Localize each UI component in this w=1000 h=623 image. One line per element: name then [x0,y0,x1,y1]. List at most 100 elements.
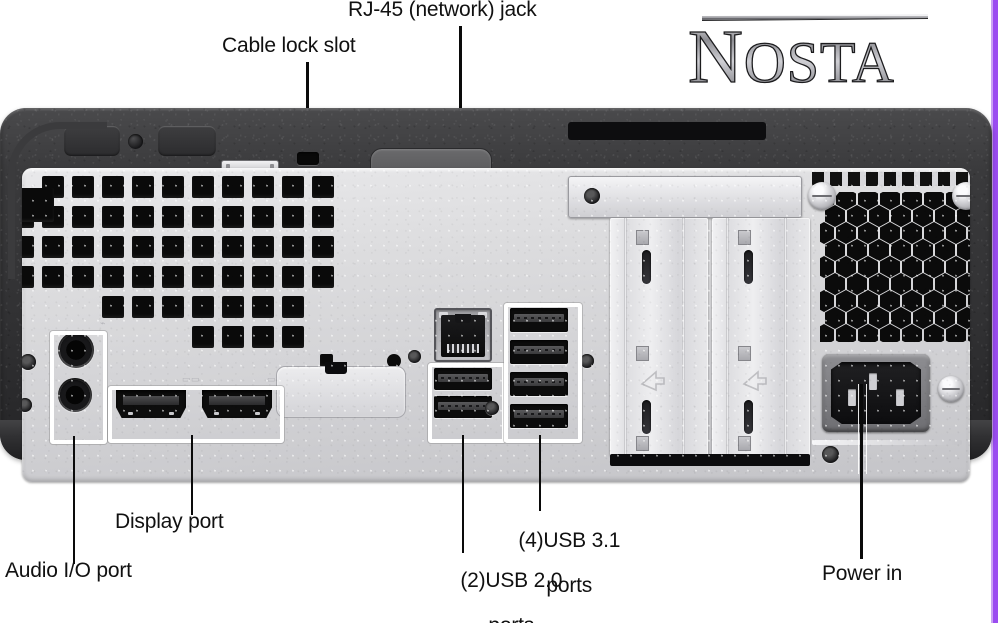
vent-square [102,176,124,198]
vent-square [252,296,274,318]
honeycomb-hex [836,290,856,312]
psu-thumbscrew-lower[interactable] [938,376,964,402]
honeycomb-hex [924,256,944,278]
honeycomb-hex [858,324,878,342]
honeycomb-hex [913,205,933,227]
rj45-network-jack[interactable] [434,308,492,362]
silkscreen-audio: ⌁ [100,318,106,328]
vent-square [192,296,214,318]
power-pin-live [848,389,857,407]
vent-square [192,176,214,198]
slot-2-rib-left [726,218,729,456]
expansion-slot-retainer-bar[interactable] [568,176,802,218]
honeycomb-hex [935,239,955,261]
vent-square [252,266,274,288]
psu-thumbscrew-right[interactable] [952,182,970,210]
vent-square [162,296,184,318]
displayport-2-inner [209,396,265,405]
honeycomb-hex [891,307,911,329]
vent-square [282,236,304,258]
tray-screw-hole-usb-right [580,354,594,368]
psu-thumbscrew-left[interactable] [808,182,836,210]
vent-square [72,236,94,258]
honeycomb-hex [968,256,970,278]
honeycomb-hex [946,222,966,244]
leader-display-port [191,435,193,515]
psu-screw-hole [822,446,839,463]
honeycomb-hex [913,273,933,295]
expansion-slot-cover-2[interactable] [712,218,810,456]
honeycomb-hex [858,256,878,278]
honeycomb-hex [858,222,878,244]
power-inlet-c14[interactable] [822,354,930,432]
honeycomb-hex [847,273,867,295]
slot-1-rib-left [624,218,627,456]
vent-square [72,176,94,198]
displayport-2[interactable] [202,390,272,418]
usb-2-0-port-2-tongue [438,402,488,410]
bezel-hole [128,134,143,149]
honeycomb-hex [957,273,970,295]
vent-square [192,206,214,228]
usb-3-1-port-3[interactable] [510,372,568,396]
slot-1-notch-mid [636,346,649,361]
usb-3-1-port-1[interactable] [510,308,568,332]
rj45-clip-notch [455,314,471,323]
honeycomb-hex [935,307,955,329]
usb-3-1-port-2[interactable] [510,340,568,364]
usb-2-0-port-2[interactable] [434,396,492,418]
slot-2-vent-bottom [744,400,753,434]
vent-square [312,176,334,198]
honeycomb-hex [836,192,856,210]
vent-square [132,236,154,258]
honeycomb-hex [820,222,834,244]
honeycomb-hex [946,256,966,278]
chassis-corner-notch [8,122,107,279]
honeycomb-hex [946,324,966,342]
silkscreen-dp2: ▭▭ [267,374,285,385]
label-rj45-jack: RJ-45 (network) jack [348,0,537,21]
vent-square [102,296,124,318]
usb-2-0-port-1-tongue [438,374,488,382]
usb-2-0-port-1[interactable] [434,368,492,390]
label-usb31-ports: (4)USB 3.1 ports [483,508,633,619]
honeycomb-hex [825,273,845,295]
vent-square [102,236,124,258]
vent-square [282,206,304,228]
honeycomb-hex [924,324,944,342]
vent-square [192,326,214,348]
cable-lock-slot[interactable] [297,152,319,165]
displayport-1[interactable] [116,390,186,418]
honeycomb-hex [825,205,845,227]
vent-square [312,266,334,288]
honeycomb-hex [891,239,911,261]
honeycomb-hex [880,192,900,210]
tray-screw-hole-usb [485,401,499,415]
honeycomb-hex [869,239,889,261]
honeycomb-hex [924,222,944,244]
expansion-slot-cover-1[interactable] [610,218,708,456]
leader-power-in [860,384,863,559]
vent-square [252,236,274,258]
honeycomb-hex [924,192,944,210]
right-edge-accent-stripe [993,0,998,623]
vent-square [222,296,244,318]
vent-square [72,206,94,228]
vent-square [312,206,334,228]
honeycomb-hex [891,273,911,295]
honeycomb-hex [968,324,970,342]
square-vent-grid [22,168,442,388]
label-usb20-ports: (2)USB 2.0 ports [425,548,575,623]
displayport-2-pin-right [255,412,260,415]
usb-3-1-port-4-tongue [514,410,564,418]
usb-3-1-port-4[interactable] [510,404,568,428]
vent-square [282,326,304,348]
usb-3-1-port-2-tongue [514,346,564,354]
audio-jack-line-in[interactable] [58,378,92,412]
bezel-pad-right [158,126,216,156]
honeycomb-hex [902,222,922,244]
leader-audio-io-port [73,436,75,564]
audio-jack-line-out[interactable] [58,332,94,368]
label-usb31-line1: (4)USB 3.1 [518,529,621,553]
